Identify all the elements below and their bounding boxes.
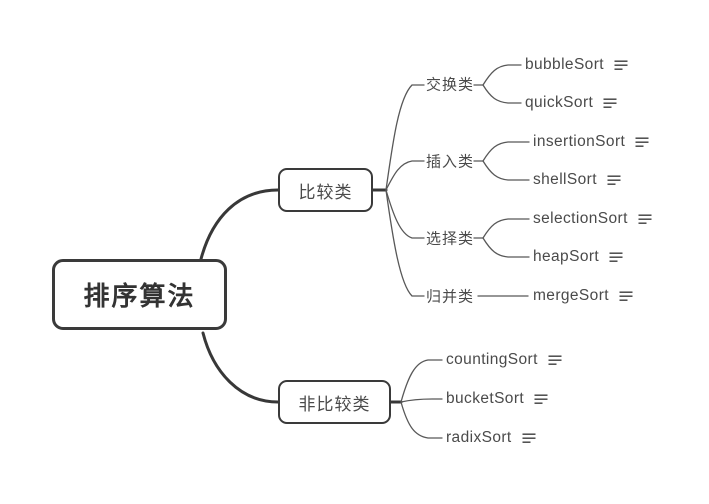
connector-to-quicksort bbox=[482, 84, 522, 104]
group-node-merge[interactable]: 归并类 bbox=[426, 288, 475, 306]
connector-to-heapsort bbox=[482, 237, 530, 258]
connector-to-bucketsort bbox=[400, 398, 443, 403]
notes-icon[interactable] bbox=[603, 98, 617, 109]
branch-node-noncomparison[interactable]: 非比较类 bbox=[278, 380, 391, 424]
branch-node-label: 比较类 bbox=[298, 182, 353, 202]
connector-to-radixsort bbox=[400, 401, 443, 439]
leaf-node-bucketsort[interactable]: bucketSort bbox=[446, 390, 548, 408]
leaf-label: quickSort bbox=[525, 94, 594, 111]
notes-icon[interactable] bbox=[607, 175, 621, 186]
leaf-node-quicksort[interactable]: quickSort bbox=[525, 94, 617, 112]
group-node-exchange[interactable]: 交换类 bbox=[426, 76, 475, 94]
leaf-label: mergeSort bbox=[533, 287, 609, 304]
connector-root-to-comparison bbox=[199, 188, 280, 261]
notes-icon[interactable] bbox=[638, 214, 652, 225]
group-node-selection[interactable]: 选择类 bbox=[426, 230, 475, 248]
leaf-node-insertionsort[interactable]: insertionSort bbox=[533, 133, 649, 151]
root-node-label: 排序算法 bbox=[83, 281, 196, 311]
leaf-label: shellSort bbox=[533, 171, 597, 188]
connector-to-bubblesort bbox=[482, 64, 522, 86]
leaf-node-selectionsort[interactable]: selectionSort bbox=[533, 210, 652, 228]
notes-icon[interactable] bbox=[522, 433, 536, 444]
notes-icon[interactable] bbox=[609, 252, 623, 263]
leaf-label: radixSort bbox=[446, 429, 512, 446]
leaf-node-bubblesort[interactable]: bubbleSort bbox=[525, 56, 628, 74]
connector-to-selectionsort bbox=[482, 218, 530, 239]
notes-icon[interactable] bbox=[614, 60, 628, 71]
connector-to-merge bbox=[385, 189, 425, 297]
connector-to-insertion bbox=[385, 160, 425, 191]
leaf-label: insertionSort bbox=[533, 133, 626, 150]
leaf-label: countingSort bbox=[446, 351, 538, 368]
leaf-label: bucketSort bbox=[446, 390, 525, 407]
notes-icon[interactable] bbox=[635, 137, 649, 148]
leaf-node-shellsort[interactable]: shellSort bbox=[533, 171, 621, 189]
leaf-label: bubbleSort bbox=[525, 56, 604, 73]
connector-to-shellsort bbox=[482, 160, 530, 181]
notes-icon[interactable] bbox=[619, 291, 633, 302]
group-node-insertion[interactable]: 插入类 bbox=[426, 153, 475, 171]
leaf-node-heapsort[interactable]: heapSort bbox=[533, 248, 623, 266]
connector-to-countingsort bbox=[400, 359, 443, 403]
connector-to-exchange bbox=[385, 84, 425, 191]
root-node-sorting-algorithms[interactable]: 排序算法 bbox=[52, 259, 227, 330]
leaf-node-countingsort[interactable]: countingSort bbox=[446, 351, 562, 369]
notes-icon[interactable] bbox=[534, 394, 548, 405]
branch-node-comparison[interactable]: 比较类 bbox=[278, 168, 373, 212]
leaf-label: heapSort bbox=[533, 248, 600, 265]
leaf-node-mergesort[interactable]: mergeSort bbox=[533, 287, 633, 305]
connector-root-to-noncomparison bbox=[201, 331, 280, 404]
leaf-label: selectionSort bbox=[533, 210, 628, 227]
branch-node-label: 非比较类 bbox=[298, 394, 371, 414]
connector-to-insertionsort bbox=[482, 141, 530, 162]
connector-to-selection bbox=[385, 189, 425, 239]
leaf-node-radixsort[interactable]: radixSort bbox=[446, 429, 536, 447]
notes-icon[interactable] bbox=[548, 355, 562, 366]
